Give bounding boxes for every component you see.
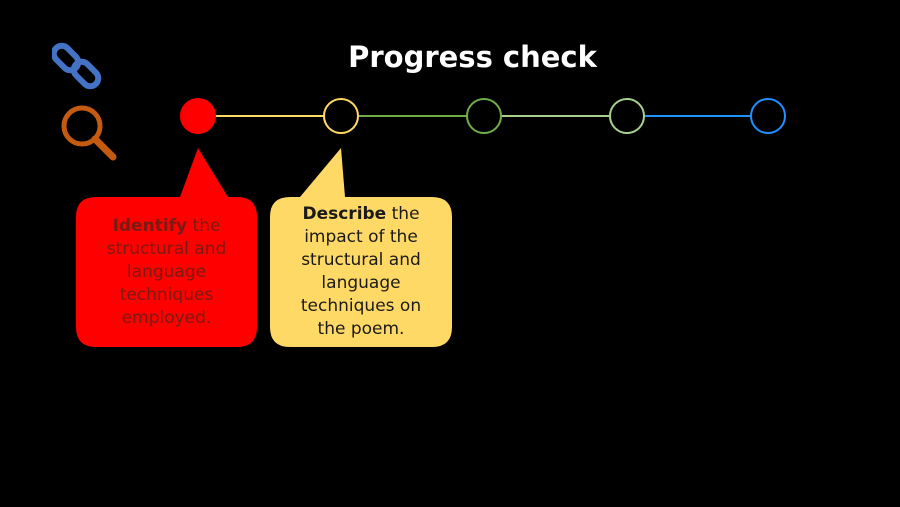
- describe-callout-shape: [270, 148, 452, 347]
- step-4-node: [609, 98, 645, 134]
- describe-callout: Describe the impact of the structural an…: [270, 197, 452, 347]
- identify-keyword: Identify: [112, 215, 188, 236]
- describe-text: the impact of the structural and languag…: [300, 204, 422, 339]
- step-2-node: [323, 98, 359, 134]
- describe-keyword: Describe: [302, 204, 387, 224]
- identify-callout: Identify the structural and language tec…: [76, 197, 257, 347]
- magnifier-icon: [61, 105, 117, 161]
- progress-timeline: [180, 98, 786, 134]
- identify-callout-shape: [76, 148, 257, 347]
- page-title: Progress check: [348, 40, 597, 74]
- step-5-node: [750, 98, 786, 134]
- link-icon: [52, 42, 102, 90]
- step-3-node: [466, 98, 502, 134]
- identify-text: the structural and language techniques e…: [106, 215, 227, 328]
- step-1-node: [180, 98, 216, 134]
